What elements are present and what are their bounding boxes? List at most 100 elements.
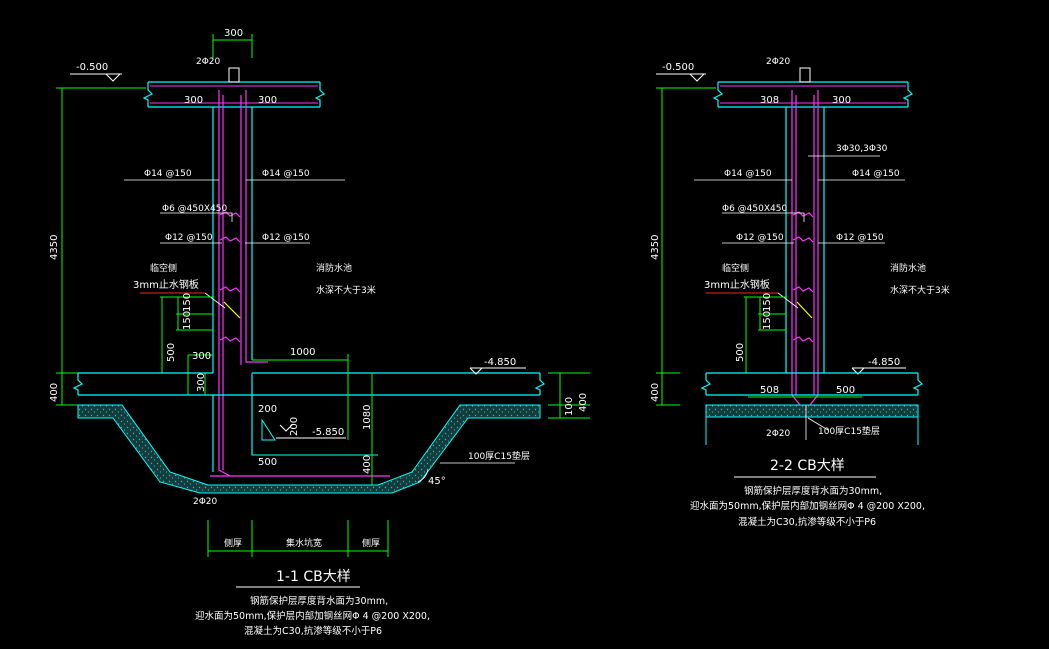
dim-150a-2: 150 <box>762 293 773 312</box>
cushion-label-2: 100厚C15垫层 <box>818 425 880 437</box>
elevation-mid <box>469 367 526 375</box>
note-2-1: 钢筋保护层厚度背水面为30mm, <box>744 485 882 497</box>
dim-4350-2: 4350 <box>650 235 661 260</box>
elevation-mid-label: -4.850 <box>484 357 516 368</box>
waterstop-plate-2 <box>796 301 813 319</box>
dim-500-2: 500 <box>735 343 746 362</box>
section-1-1: 300 2Φ20 -0.500 300 300 <box>49 28 590 637</box>
dim-500b: 500 <box>258 457 277 468</box>
bottom-dims <box>207 520 389 557</box>
waterstop-label-2: 3mm止水钢板 <box>704 278 770 291</box>
dim-100: 100 <box>564 397 575 416</box>
elevation-top <box>70 73 122 82</box>
note-1: 钢筋保护层厚度背水面为30mm, <box>250 595 388 607</box>
water-side-label: 消防水池 <box>316 262 352 274</box>
bottom-right-label: 侧厚 <box>362 537 380 549</box>
wall-rebar <box>218 90 268 477</box>
section-2-2: 2Φ20 -0.500 308 300 <box>650 57 950 528</box>
elevation-top-label-2: -0.500 <box>662 62 694 73</box>
dim-1000: 1000 <box>290 347 315 358</box>
elevation-mid-label-2: -4.850 <box>868 357 900 368</box>
note-2-2: 迎水面为50mm,保护层内部加钢丝网Φ 4 @200 X200, <box>690 500 925 512</box>
right-width-label-2: 300 <box>832 95 851 106</box>
top-stub <box>228 67 240 83</box>
dim-4350: 4350 <box>49 235 60 260</box>
section-1-title: 1-1 CB大样 <box>276 569 351 585</box>
tie-bar-2: Φ6 @450X450 <box>722 204 787 214</box>
dim-500r-2: 500 <box>836 385 855 396</box>
right-width-label: 300 <box>258 95 277 106</box>
top-dimension <box>212 34 253 58</box>
pit-chamfer <box>261 418 276 441</box>
left-dimensions <box>56 87 213 406</box>
left-vert-bar-2: Φ12 @150 <box>736 233 784 243</box>
angle-arc <box>417 469 429 483</box>
dim-508-2: 508 <box>760 385 779 396</box>
leader-lines <box>124 179 345 309</box>
leader-lines-2 <box>694 155 905 244</box>
left-width-label: 300 <box>184 95 203 106</box>
dim-400c: 400 <box>578 393 589 412</box>
top-stub-2 <box>799 67 811 83</box>
dim-300b: 300 <box>196 373 207 392</box>
top-bar-label-2: 2Φ20 <box>766 57 791 67</box>
section-2-title: 2-2 CB大样 <box>770 458 845 474</box>
cushion-leader-2 <box>807 417 829 431</box>
right-vert-bar: Φ12 @150 <box>262 233 310 243</box>
elevation-top-2 <box>656 73 706 82</box>
right-horiz-bar-2: Φ14 @150 <box>852 169 900 179</box>
dim-300a: 300 <box>192 351 211 362</box>
dim-400-2: 400 <box>650 383 661 402</box>
cushion-layer-2 <box>705 404 919 418</box>
dim-1080: 1080 <box>362 405 373 430</box>
elevation-mid-2 <box>851 367 906 375</box>
note-3: 混凝土为C30,抗渗等级不小于P6 <box>244 625 382 637</box>
floor-slab <box>72 372 546 396</box>
right-horiz-bar: Φ14 @150 <box>262 169 310 179</box>
dim-150b-2: 150 <box>762 311 773 330</box>
wall-2 <box>785 107 825 373</box>
waterstop-plate <box>223 301 241 319</box>
wall-rebar-2 <box>791 90 819 406</box>
bottom-mid-label: 集水坑宽 <box>286 537 322 549</box>
elevation-pit-label: -5.850 <box>312 427 344 438</box>
angle-label: 45° <box>428 476 446 487</box>
bottom-left-label: 侧厚 <box>224 537 242 549</box>
left-width-label-2: 308 <box>760 95 779 106</box>
dim-400d: 400 <box>362 455 373 474</box>
floor-slab-2 <box>700 372 924 396</box>
elevation-pit <box>276 424 346 439</box>
dim-400: 400 <box>49 383 60 402</box>
cushion-layer <box>77 404 541 494</box>
bottom-bar-label-2: 2Φ20 <box>766 429 791 439</box>
water-depth-label: 水深不大于3米 <box>316 284 376 296</box>
left-dimensions-2 <box>656 87 786 406</box>
left-horiz-bar-2: Φ14 @150 <box>724 169 772 179</box>
tie-bar: Φ6 @450X450 <box>162 204 227 214</box>
bottom-bar-label: 2Φ20 <box>193 497 218 507</box>
dim-150a: 150 <box>182 293 193 312</box>
slab-rebar-2 <box>720 85 906 104</box>
top-dim-label: 300 <box>224 28 243 39</box>
wall <box>212 107 253 373</box>
note-2: 迎水面为50mm,保护层内部加钢丝网Φ 4 @200 X200, <box>195 610 430 622</box>
top-slab-2 <box>712 81 914 108</box>
left-horiz-bar: Φ14 @150 <box>144 169 192 179</box>
slab-rebar <box>150 85 318 104</box>
dim-200b: 200 <box>289 417 300 436</box>
extra-bars-2: 3Φ30,3Φ30 <box>836 144 888 154</box>
right-vert-bar-2: Φ12 @150 <box>836 233 884 243</box>
side-label-2: 临空侧 <box>722 262 749 274</box>
note-2-3: 混凝土为C30,抗渗等级不小于P6 <box>738 516 876 528</box>
elevation-top-label: -0.500 <box>76 62 108 73</box>
right-dims <box>371 372 590 485</box>
left-vert-bar: Φ12 @150 <box>165 233 213 243</box>
water-depth-label-2: 水深不大于3米 <box>890 284 950 296</box>
dim-500: 500 <box>166 343 177 362</box>
dim-1000-lines <box>252 354 349 440</box>
dim-200a: 200 <box>258 404 277 415</box>
water-side-label-2: 消防水池 <box>890 262 926 274</box>
cushion-label: 100厚C15垫层 <box>468 450 530 462</box>
dim-150b: 150 <box>182 311 193 330</box>
